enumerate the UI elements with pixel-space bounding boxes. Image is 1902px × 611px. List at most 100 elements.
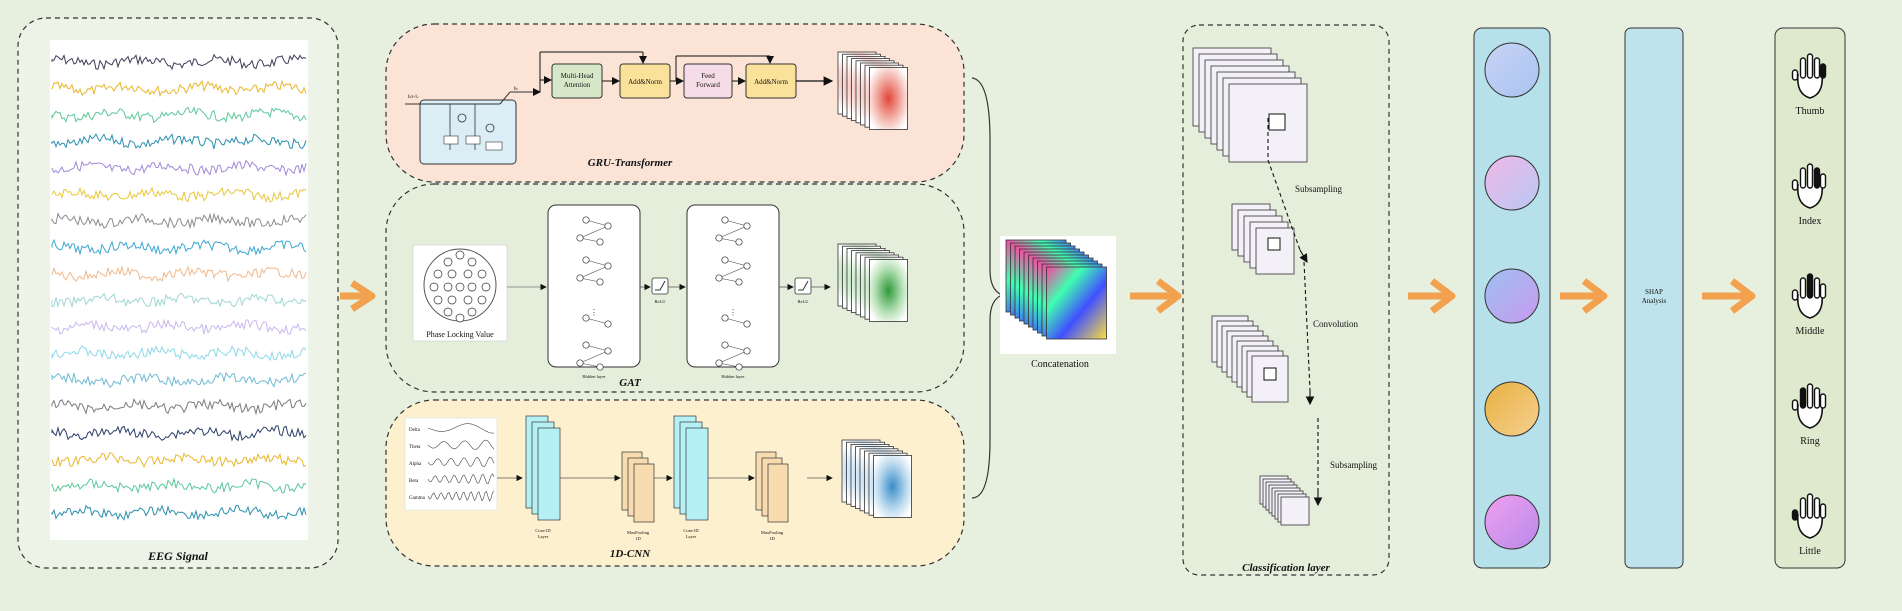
cnn-title: 1D-CNN	[610, 548, 651, 560]
band-label: Alpha	[409, 462, 422, 467]
relu-icon-2	[794, 277, 812, 295]
cnn-feature-map-stack	[841, 439, 912, 518]
eeg-trace	[51, 344, 307, 362]
finger-label: Index	[1799, 216, 1822, 227]
electrode	[429, 282, 439, 292]
electrode	[455, 313, 465, 323]
electrode	[467, 257, 477, 267]
electrode	[433, 295, 443, 305]
feature-map	[873, 454, 912, 518]
gat-hidden-layer-1	[547, 204, 641, 368]
eeg-traces	[51, 53, 307, 521]
eeg-trace	[51, 371, 307, 388]
electrode	[467, 307, 477, 317]
flow-arrow-1	[350, 280, 376, 312]
cnn-layer-block	[537, 427, 561, 521]
classification-title: Classification layer	[1242, 562, 1330, 574]
graph-node	[721, 314, 729, 322]
band-label: Beta	[409, 479, 419, 484]
relu-icon-1	[651, 277, 669, 295]
gat-graph-1: ⋮	[576, 216, 612, 371]
eeg-trace	[51, 425, 307, 442]
graph-node	[721, 341, 729, 349]
graph-node	[576, 274, 584, 282]
finger-label: Little	[1799, 546, 1821, 557]
flow-arrow-2	[1130, 278, 1182, 314]
flow-arrow-4	[1560, 278, 1608, 314]
graph-node	[715, 234, 723, 242]
graph-node	[582, 314, 590, 322]
hand-index-icon	[1791, 163, 1827, 209]
gat-title: GAT	[619, 377, 642, 389]
output-node-4	[1484, 381, 1540, 437]
graph-node	[604, 320, 612, 328]
band-wave	[427, 491, 495, 502]
eeg-signal-plot	[50, 40, 308, 540]
eeg-trace	[51, 397, 307, 416]
electrode	[447, 295, 457, 305]
feature-map	[869, 258, 908, 322]
finger-label: Ring	[1800, 436, 1819, 447]
flow-arrow-5	[1702, 278, 1756, 314]
eeg-trace	[51, 133, 307, 150]
phase-locking-value-label: Phase Locking Value	[426, 330, 494, 339]
electrode	[455, 250, 465, 260]
output-node-3	[1484, 268, 1540, 324]
graph-node	[596, 278, 604, 286]
cnn-layer-block	[685, 427, 709, 521]
graph-node	[604, 222, 612, 230]
subsampling-label-1: Subsampling	[1295, 184, 1343, 194]
electrode	[477, 269, 487, 279]
electrode	[447, 269, 457, 279]
frequency-bands-plot	[404, 417, 498, 511]
graph-node	[721, 256, 729, 264]
graph-node	[735, 238, 743, 246]
graph-node	[743, 347, 751, 355]
eeg-trace	[51, 504, 307, 521]
band-label: Delta	[409, 428, 421, 433]
hand-middle-icon	[1791, 273, 1827, 319]
band-label: Gamma	[409, 496, 426, 501]
eeg-trace	[51, 186, 307, 204]
cnn-layer-block	[767, 463, 789, 523]
electrode	[443, 307, 453, 317]
feature-map	[869, 67, 908, 130]
band-wave	[427, 473, 495, 485]
hand-thumb-icon	[1791, 53, 1827, 99]
graph-node	[596, 238, 604, 246]
eeg-trace	[51, 159, 307, 177]
eeg-panel: EEG Signal	[17, 17, 339, 569]
svg-text:h₍t-1₎: h₍t-1₎	[408, 95, 419, 100]
graph-node	[582, 256, 590, 264]
add-norm-label-2: Add&Norm	[754, 78, 788, 86]
eeg-trace	[51, 264, 307, 283]
graph-node	[582, 216, 590, 224]
classification-panel: Subsampling Convolution Subsampling Clas…	[1182, 24, 1390, 576]
gat-graph-2: ⋮	[715, 216, 751, 371]
band-wave	[427, 423, 495, 434]
eeg-trace	[51, 106, 307, 124]
graph-node	[576, 234, 584, 242]
graph-node	[743, 222, 751, 230]
svg-text:hₜ: hₜ	[514, 87, 519, 92]
electrode	[443, 257, 453, 267]
eeg-trace	[51, 292, 307, 309]
eeg-trace	[51, 452, 307, 469]
eeg-trace	[51, 238, 307, 256]
feature-map	[1046, 266, 1107, 340]
gru-cell-icon: h₍t-1₎ hₜ	[405, 87, 541, 165]
dense-node-column	[1473, 27, 1551, 569]
graph-node	[743, 262, 751, 270]
graph-node	[743, 320, 751, 328]
concatenation-brace	[971, 77, 1004, 499]
output-node-5	[1484, 494, 1540, 550]
electrode-map-icon	[412, 244, 508, 342]
eeg-trace	[51, 53, 307, 71]
